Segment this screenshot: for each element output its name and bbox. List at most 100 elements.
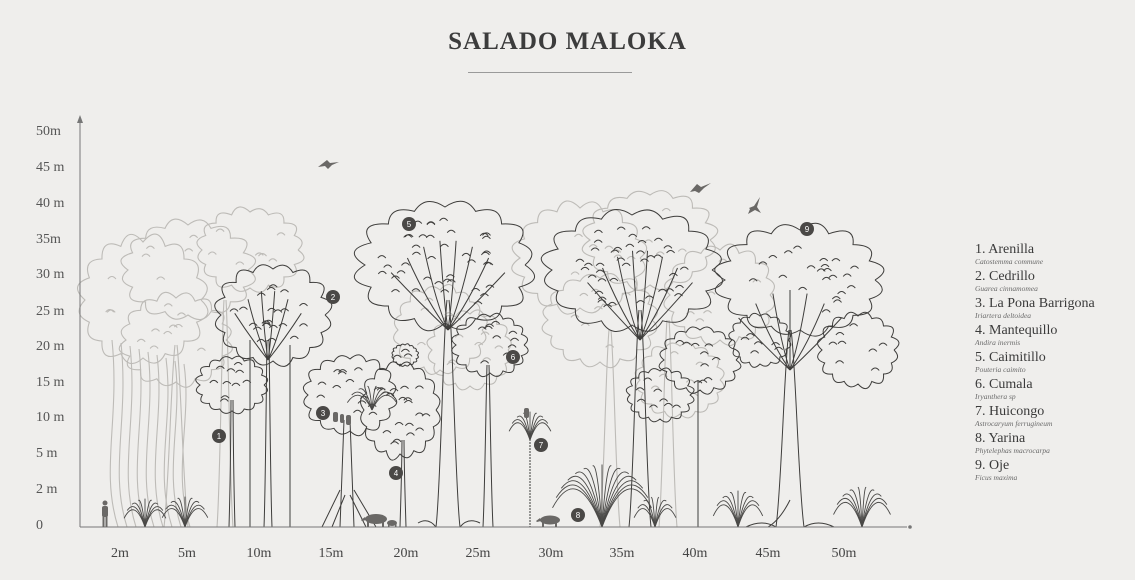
leaf-mark: [108, 277, 116, 280]
leaf-mark: [580, 293, 588, 296]
tree-branch: [448, 247, 472, 330]
tree-roots: [418, 521, 480, 527]
legend-item: 1. ArenillaCatostemma commune: [975, 242, 1135, 266]
leaf-mark: [843, 274, 851, 277]
understory-palm: [162, 497, 208, 527]
leaf-mark: [664, 403, 672, 406]
leaf-mark: [447, 362, 455, 365]
y-axis-label: 10 m: [36, 410, 65, 425]
leaf-mark: [680, 267, 688, 270]
tree-trunk: [400, 440, 406, 527]
tree-branch: [640, 251, 648, 340]
leaf-mark: [511, 338, 519, 341]
leaf-mark: [378, 271, 386, 274]
leaf-mark: [390, 389, 398, 392]
legend-scientific-name: Iriartera deltoidea: [975, 311, 1135, 320]
leaf-mark: [137, 339, 145, 342]
leaf-mark: [406, 433, 414, 436]
leaf-mark: [838, 292, 846, 295]
tree-marker: 1: [212, 429, 226, 443]
leaf-mark: [358, 401, 366, 404]
leaf-mark: [699, 380, 707, 383]
tree-marker: 4: [389, 466, 403, 480]
x-axis-label: 50m: [832, 546, 857, 561]
leaf-mark: [440, 218, 448, 221]
leaf-mark: [300, 324, 308, 327]
marker-number: 9: [805, 225, 810, 234]
understory-palm: [834, 487, 891, 527]
leaf-mark: [230, 309, 238, 312]
legend-item: 3. La Pona BarrigonaIriartera deltoidea: [975, 296, 1135, 320]
leaf-mark: [626, 244, 634, 247]
leaf-mark: [594, 230, 602, 233]
leaf-mark: [591, 248, 599, 251]
hanging-root: [164, 358, 172, 527]
leaf-mark: [575, 234, 583, 237]
leaf-mark: [829, 342, 837, 345]
marker-number: 4: [394, 469, 399, 478]
tapir-icon: [536, 516, 560, 528]
leaf-mark: [836, 333, 844, 336]
x-axis-label: 20m: [394, 546, 419, 561]
leaf-mark: [281, 290, 289, 293]
tree-branch: [248, 299, 268, 360]
leaf-mark: [164, 332, 172, 335]
leaf-mark: [300, 304, 308, 307]
leaf-mark: [838, 341, 846, 344]
marker-number: 7: [539, 441, 544, 450]
background-trees: [78, 191, 775, 527]
leaf-mark: [424, 277, 432, 280]
x-axis-label: 5m: [178, 546, 196, 561]
leaf-mark: [475, 343, 483, 346]
y-axis-label: 2 m: [36, 482, 58, 497]
leaf-mark: [210, 380, 218, 383]
marker-number: 6: [511, 353, 516, 362]
tree-crown: [354, 201, 534, 330]
leaf-mark: [850, 324, 858, 327]
hanging-root: [110, 340, 118, 527]
legend-species-name: 6. Cumala: [975, 377, 1135, 392]
leaf-mark: [164, 304, 172, 307]
leaf-mark: [269, 325, 277, 328]
leaf-mark: [378, 256, 386, 259]
leaf-mark: [871, 368, 879, 371]
tree-branch: [235, 313, 268, 360]
leaf-mark: [190, 235, 198, 238]
leaf-mark: [678, 249, 686, 252]
leaf-mark: [596, 263, 604, 266]
leaf-mark: [608, 302, 616, 305]
palm-frond: [602, 485, 648, 527]
leaf-mark: [142, 254, 150, 257]
foreground-trees: [196, 201, 899, 527]
tree-crown: [196, 356, 268, 413]
leaf-mark: [197, 348, 205, 351]
legend-scientific-name: Pouteria caimito: [975, 365, 1135, 374]
understory-palm: [347, 386, 396, 410]
y-axis-arrow: [77, 115, 83, 123]
tree-marker: 3: [316, 406, 330, 420]
leaf-mark: [178, 313, 186, 316]
leaf-mark: [851, 266, 859, 269]
x-axis-label: 10m: [247, 546, 272, 561]
leaf-mark: [662, 209, 670, 212]
leaf-mark: [317, 395, 325, 398]
leaf-mark: [440, 244, 448, 247]
understory-palm: [634, 497, 676, 527]
hanging-root: [155, 355, 163, 527]
leaf-mark: [751, 351, 759, 354]
leaf-mark: [405, 423, 413, 426]
leaf-mark: [208, 252, 216, 255]
leaf-mark: [150, 346, 158, 349]
leaf-mark: [416, 428, 424, 431]
leaf-mark: [656, 252, 664, 255]
leaf-mark: [412, 252, 420, 255]
y-axis-label: 20 m: [36, 339, 65, 354]
leaf-mark: [152, 329, 160, 332]
legend-item: 9. OjeFicus maxima: [975, 458, 1135, 482]
leaf-mark: [447, 230, 455, 233]
leaf-mark: [404, 354, 412, 357]
x-axis-label: 45m: [756, 546, 781, 561]
stilt-roots: [322, 420, 376, 527]
leaf-mark: [772, 343, 780, 346]
